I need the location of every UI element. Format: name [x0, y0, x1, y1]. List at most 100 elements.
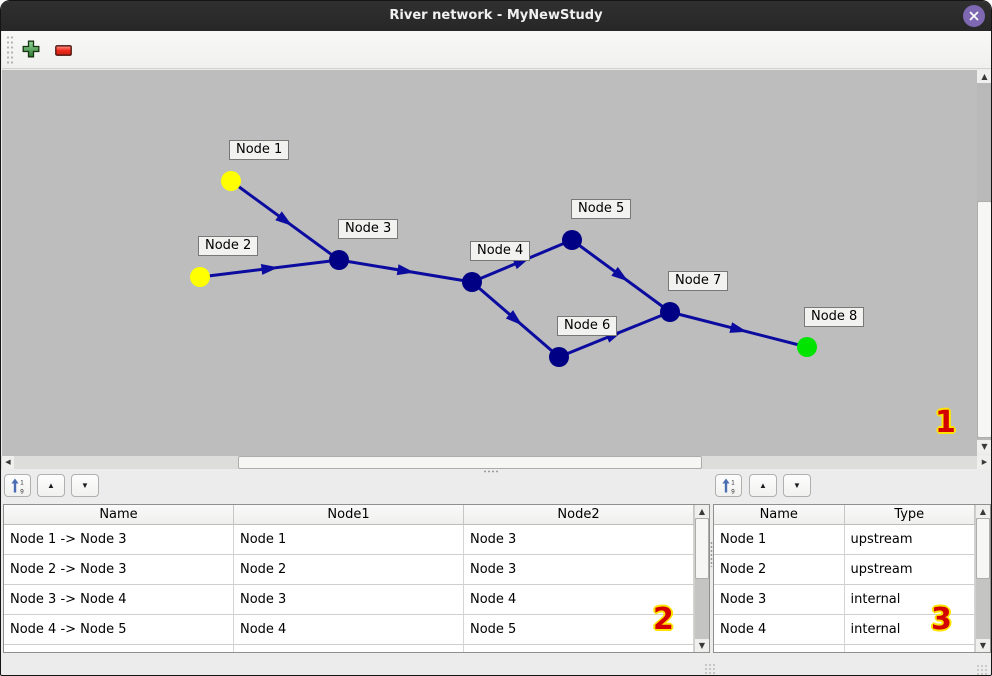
column-header[interactable]: Node2: [464, 505, 694, 525]
reaches-move-up-button[interactable]: ▲: [37, 474, 65, 497]
empty-cell: [4, 645, 234, 652]
remove-node-button[interactable]: [55, 44, 72, 56]
node-label[interactable]: Node 8: [804, 307, 865, 327]
empty-cell: [234, 645, 464, 652]
scroll-right-button[interactable]: ▶: [977, 456, 991, 469]
network-node[interactable]: [797, 337, 817, 357]
network-node[interactable]: [221, 171, 241, 191]
table-cell[interactable]: Node 4: [464, 585, 694, 615]
network-node[interactable]: [462, 272, 482, 292]
vertical-scrollbar-thumb[interactable]: [977, 201, 991, 438]
reaches-move-down-button[interactable]: ▼: [71, 474, 99, 497]
table-cell[interactable]: Node 4 -> Node 5: [4, 615, 234, 645]
node-label[interactable]: Node 6: [557, 316, 618, 336]
triangle-up-icon: ▲: [698, 506, 706, 516]
column-header[interactable]: Node1: [234, 505, 464, 525]
horizontal-splitter[interactable]: [1, 469, 991, 473]
table-cell[interactable]: Node 3 -> Node 4: [4, 585, 234, 615]
table-cell[interactable]: upstream: [844, 525, 975, 555]
edge-arrow-icon: [729, 322, 748, 333]
node-label[interactable]: Node 1: [229, 140, 290, 160]
table-cell[interactable]: Node 2 -> Node 3: [4, 555, 234, 585]
nodes-move-up-button[interactable]: ▲: [749, 474, 777, 497]
scrollbar-thumb[interactable]: [976, 518, 990, 579]
network-node[interactable]: [562, 230, 582, 250]
node-label[interactable]: Node 5: [571, 199, 632, 219]
table-cell[interactable]: Node 5: [464, 615, 694, 645]
reaches-sort-button[interactable]: 1 9: [4, 474, 31, 497]
scrollbar-thumb[interactable]: [695, 518, 709, 579]
column-header[interactable]: Type: [844, 505, 975, 525]
canvas-horizontal-scrollbar[interactable]: ◀ ▶: [1, 456, 991, 469]
nodes-sort-button[interactable]: 1 9: [715, 474, 742, 497]
toolbar-grip[interactable]: [6, 35, 13, 65]
horizontal-scrollbar-thumb[interactable]: [238, 456, 702, 469]
column-header[interactable]: Name: [714, 505, 845, 525]
node-label[interactable]: Node 3: [338, 219, 399, 239]
node-label[interactable]: Node 4: [470, 241, 531, 261]
table-cell[interactable]: Node 1 -> Node 3: [4, 525, 234, 555]
window-resize-grip[interactable]: [976, 664, 989, 675]
network-node[interactable]: [329, 250, 349, 270]
node-label[interactable]: Node 7: [668, 271, 729, 291]
network-canvas[interactable]: Node 1 Node 2 Node 3 Node 4 Node 5 Node 6 Node…: [2, 69, 977, 456]
scroll-up-button[interactable]: ▲: [695, 505, 709, 518]
add-node-button[interactable]: [22, 40, 40, 58]
table-cell[interactable]: upstream: [844, 555, 975, 585]
table-cell[interactable]: internal: [844, 585, 975, 615]
scroll-down-button[interactable]: ▼: [976, 639, 990, 652]
vertical-splitter[interactable]: [710, 541, 713, 567]
scroll-up-button[interactable]: ▲: [977, 70, 991, 83]
splitter-handle-icon: [483, 470, 500, 473]
table-cell[interactable]: Node 3: [464, 555, 694, 585]
column-header[interactable]: Name: [4, 505, 234, 525]
table-cell[interactable]: Node 3: [714, 585, 845, 615]
canvas-vertical-scrollbar[interactable]: ▲ ▼: [977, 70, 991, 453]
triangle-up-icon: ▲: [981, 71, 988, 81]
scroll-left-button[interactable]: ◀: [2, 456, 14, 469]
titlebar[interactable]: River network - MyNewStudy: [1, 1, 991, 31]
triangle-right-icon: ▶: [981, 458, 988, 466]
table-cell[interactable]: Node 1: [234, 525, 464, 555]
node-label[interactable]: Node 2: [198, 236, 259, 256]
network-node[interactable]: [660, 302, 680, 322]
nodes-table-scrollbar[interactable]: ▲ ▼: [975, 505, 990, 652]
triangle-down-icon: ▼: [81, 481, 89, 490]
empty-cell: [714, 645, 845, 652]
table-cell[interactable]: Node 4: [714, 615, 845, 645]
plus-icon: [22, 40, 40, 58]
triangle-down-icon: ▼: [793, 481, 801, 490]
table-cell[interactable]: Node 2: [234, 555, 464, 585]
table-cell[interactable]: Node 3: [464, 525, 694, 555]
main-toolbar: [2, 31, 991, 69]
reaches-table-scrollbar[interactable]: ▲ ▼: [694, 505, 709, 652]
svg-text:1: 1: [731, 479, 735, 486]
network-node[interactable]: [190, 267, 210, 287]
table-cell[interactable]: Node 4: [234, 615, 464, 645]
scroll-down-button[interactable]: ▼: [695, 639, 709, 652]
table-cell[interactable]: Node 3: [234, 585, 464, 615]
table-cell[interactable]: Node 2: [714, 555, 845, 585]
scroll-up-button[interactable]: ▲: [976, 505, 990, 518]
triangle-down-icon: ▼: [979, 640, 987, 650]
edge-arrow-icon: [275, 211, 293, 226]
table-cell[interactable]: internal: [844, 615, 975, 645]
pane-resize-grip[interactable]: [704, 663, 717, 674]
table-cell[interactable]: Node 1: [714, 525, 845, 555]
scroll-down-button[interactable]: ▼: [977, 440, 991, 453]
sort-ascending-icon: 1 9: [722, 478, 735, 494]
network-node[interactable]: [549, 347, 569, 367]
annotation-1: 1: [935, 405, 956, 440]
nodes-move-down-button[interactable]: ▼: [783, 474, 811, 497]
close-button[interactable]: [963, 5, 985, 27]
